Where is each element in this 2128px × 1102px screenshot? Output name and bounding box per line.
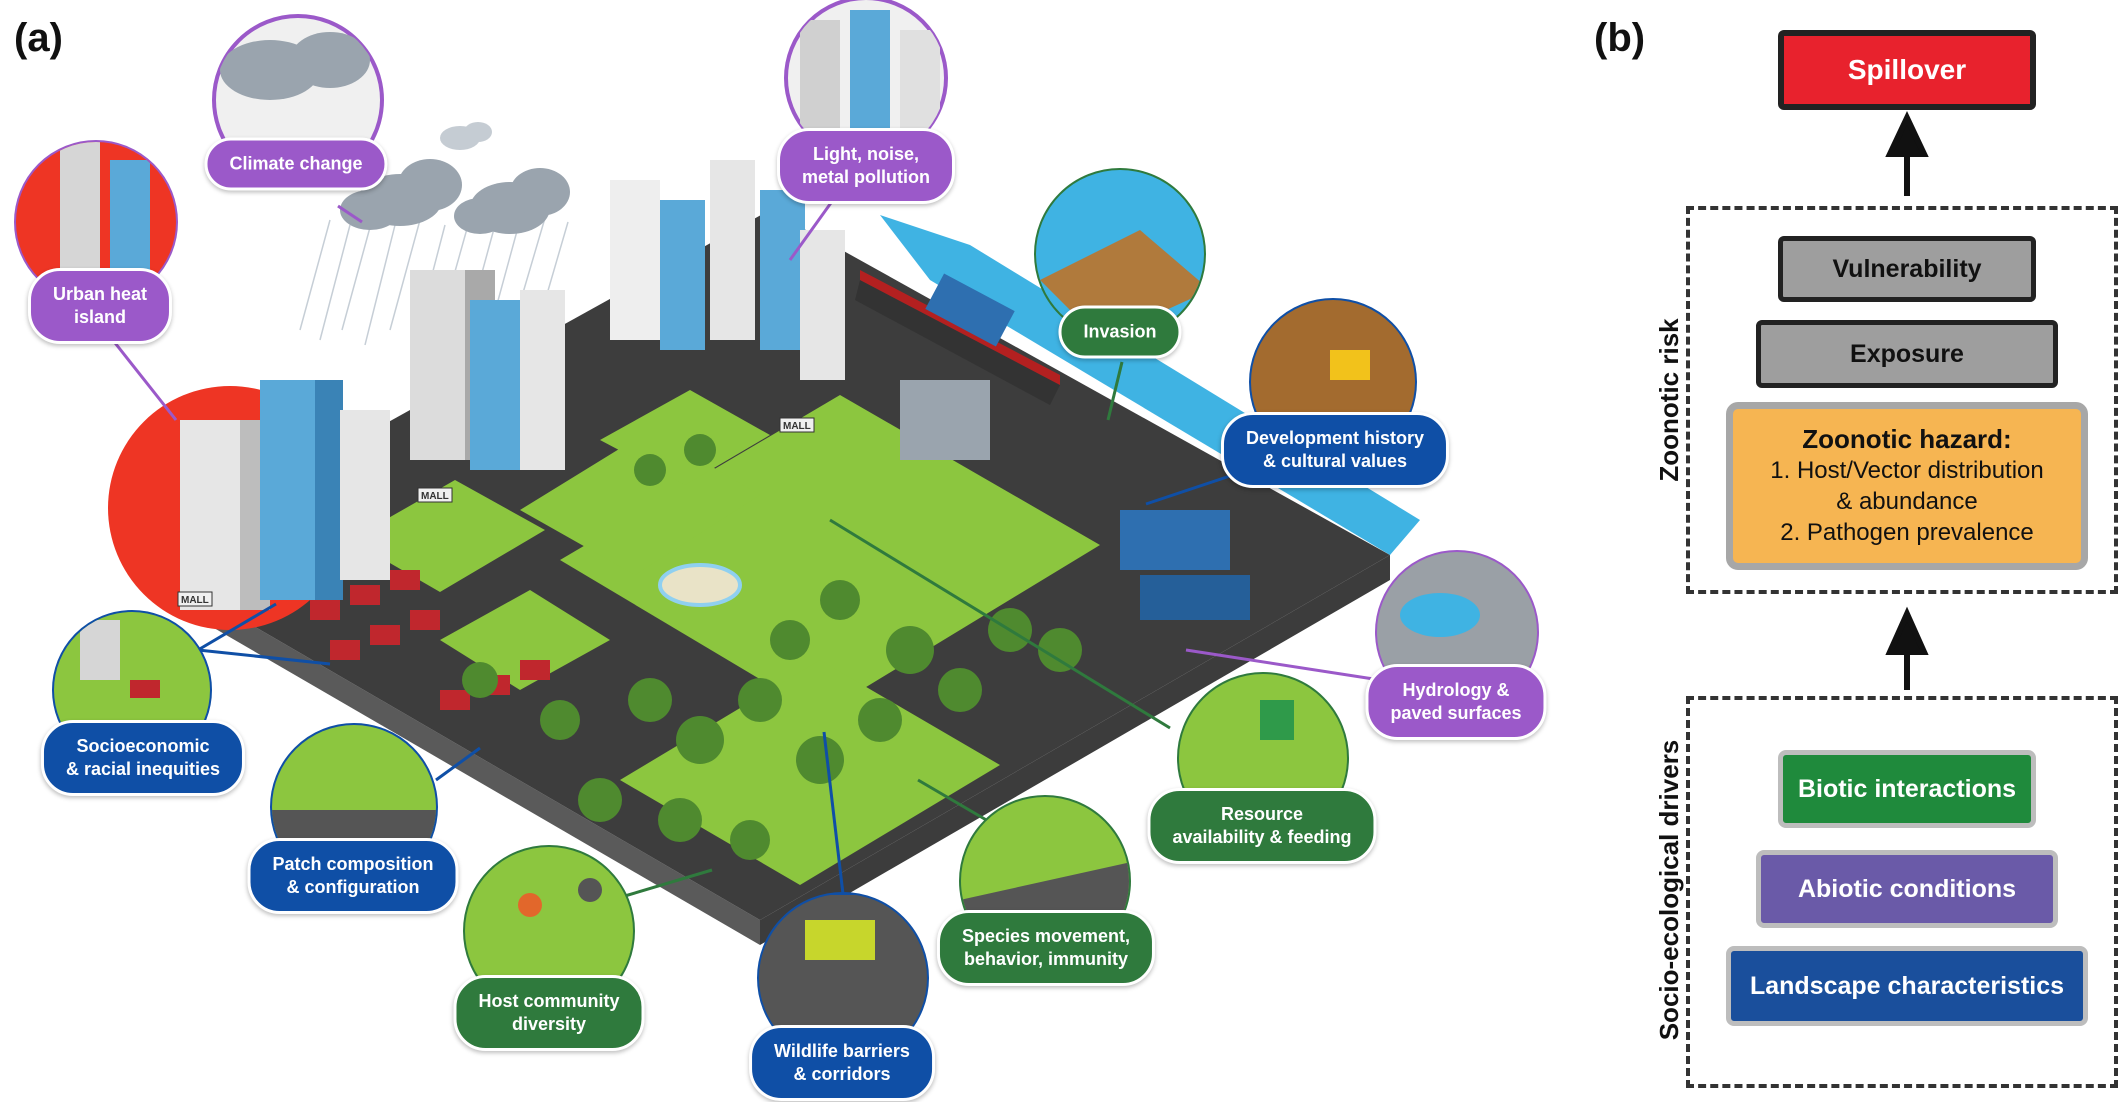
fountain bbox=[658, 563, 742, 607]
label-patch-composition: Patch composition& configuration bbox=[247, 838, 459, 914]
storm-clouds bbox=[340, 122, 570, 234]
panel-a-letter: (a) bbox=[14, 16, 63, 60]
panel-b: (b) Spillover Zoonotic risk Vulnerabilit… bbox=[1560, 0, 2128, 1102]
mall-signs: MALL MALL MALL bbox=[177, 417, 815, 607]
diagram-arrows bbox=[1885, 110, 1929, 690]
zoonotic-hazard-box: Zoonotic hazard: 1. Host/Vector distribu… bbox=[1726, 402, 2088, 570]
zoonotic-risk-group bbox=[1686, 206, 2118, 594]
panel-b-letter: (b) bbox=[1594, 16, 1646, 60]
vulnerability-box: Vulnerability bbox=[1778, 236, 2036, 302]
label-wildlife-barriers: Wildlife barriers& corridors bbox=[749, 1025, 935, 1101]
base-side-right bbox=[760, 555, 1390, 945]
mall-sign: MALL bbox=[181, 595, 209, 606]
skyscrapers bbox=[180, 160, 990, 610]
label-development-history: Development history& cultural values bbox=[1220, 412, 1450, 488]
landscape-characteristics-box: Landscape characteristics bbox=[1726, 946, 2088, 1026]
zoonotic-risk-label: Zoonotic risk bbox=[1654, 318, 1684, 482]
abiotic-conditions-box: Abiotic conditions bbox=[1756, 850, 2058, 928]
hazard-title: Zoonotic hazard: bbox=[1802, 424, 2012, 454]
hazard-line-1: 1. Host/Vector distribution bbox=[1770, 457, 2044, 484]
spillover-box: Spillover bbox=[1778, 30, 2036, 110]
mall-sign: MALL bbox=[421, 491, 449, 502]
cargo-ship bbox=[855, 270, 1060, 405]
label-light-noise-pollution: Light, noise,metal pollution bbox=[777, 128, 955, 204]
label-socioeconomic: Socioeconomic& racial inequities bbox=[40, 720, 246, 796]
label-species-movement: Species movement,behavior, immunity bbox=[936, 910, 1156, 986]
arrow-up-icon bbox=[1885, 110, 1929, 196]
label-climate-change: Climate change bbox=[204, 137, 388, 191]
connector-lines bbox=[106, 153, 1381, 900]
base-side-left bbox=[140, 560, 760, 945]
hazard-line-2: & abundance bbox=[1836, 488, 1978, 515]
arrow-up-icon bbox=[1885, 606, 1929, 690]
hazard-line-3: 2. Pathogen prevalence bbox=[1780, 519, 2034, 546]
socio-ecological-drivers-label: Socio-ecological drivers bbox=[1654, 739, 1684, 1041]
panel-a: (a) bbox=[14, 0, 1547, 1101]
mall-sign: MALL bbox=[783, 421, 811, 432]
trees bbox=[462, 434, 1082, 860]
exposure-box: Exposure bbox=[1756, 320, 2058, 388]
label-invasion: Invasion bbox=[1058, 305, 1182, 359]
socio-ecological-drivers-group bbox=[1686, 696, 2118, 1088]
biotic-interactions-box: Biotic interactions bbox=[1778, 750, 2036, 828]
label-hydrology: Hydrology &paved surfaces bbox=[1365, 664, 1547, 740]
containers bbox=[1120, 510, 1250, 620]
houses bbox=[310, 570, 550, 710]
